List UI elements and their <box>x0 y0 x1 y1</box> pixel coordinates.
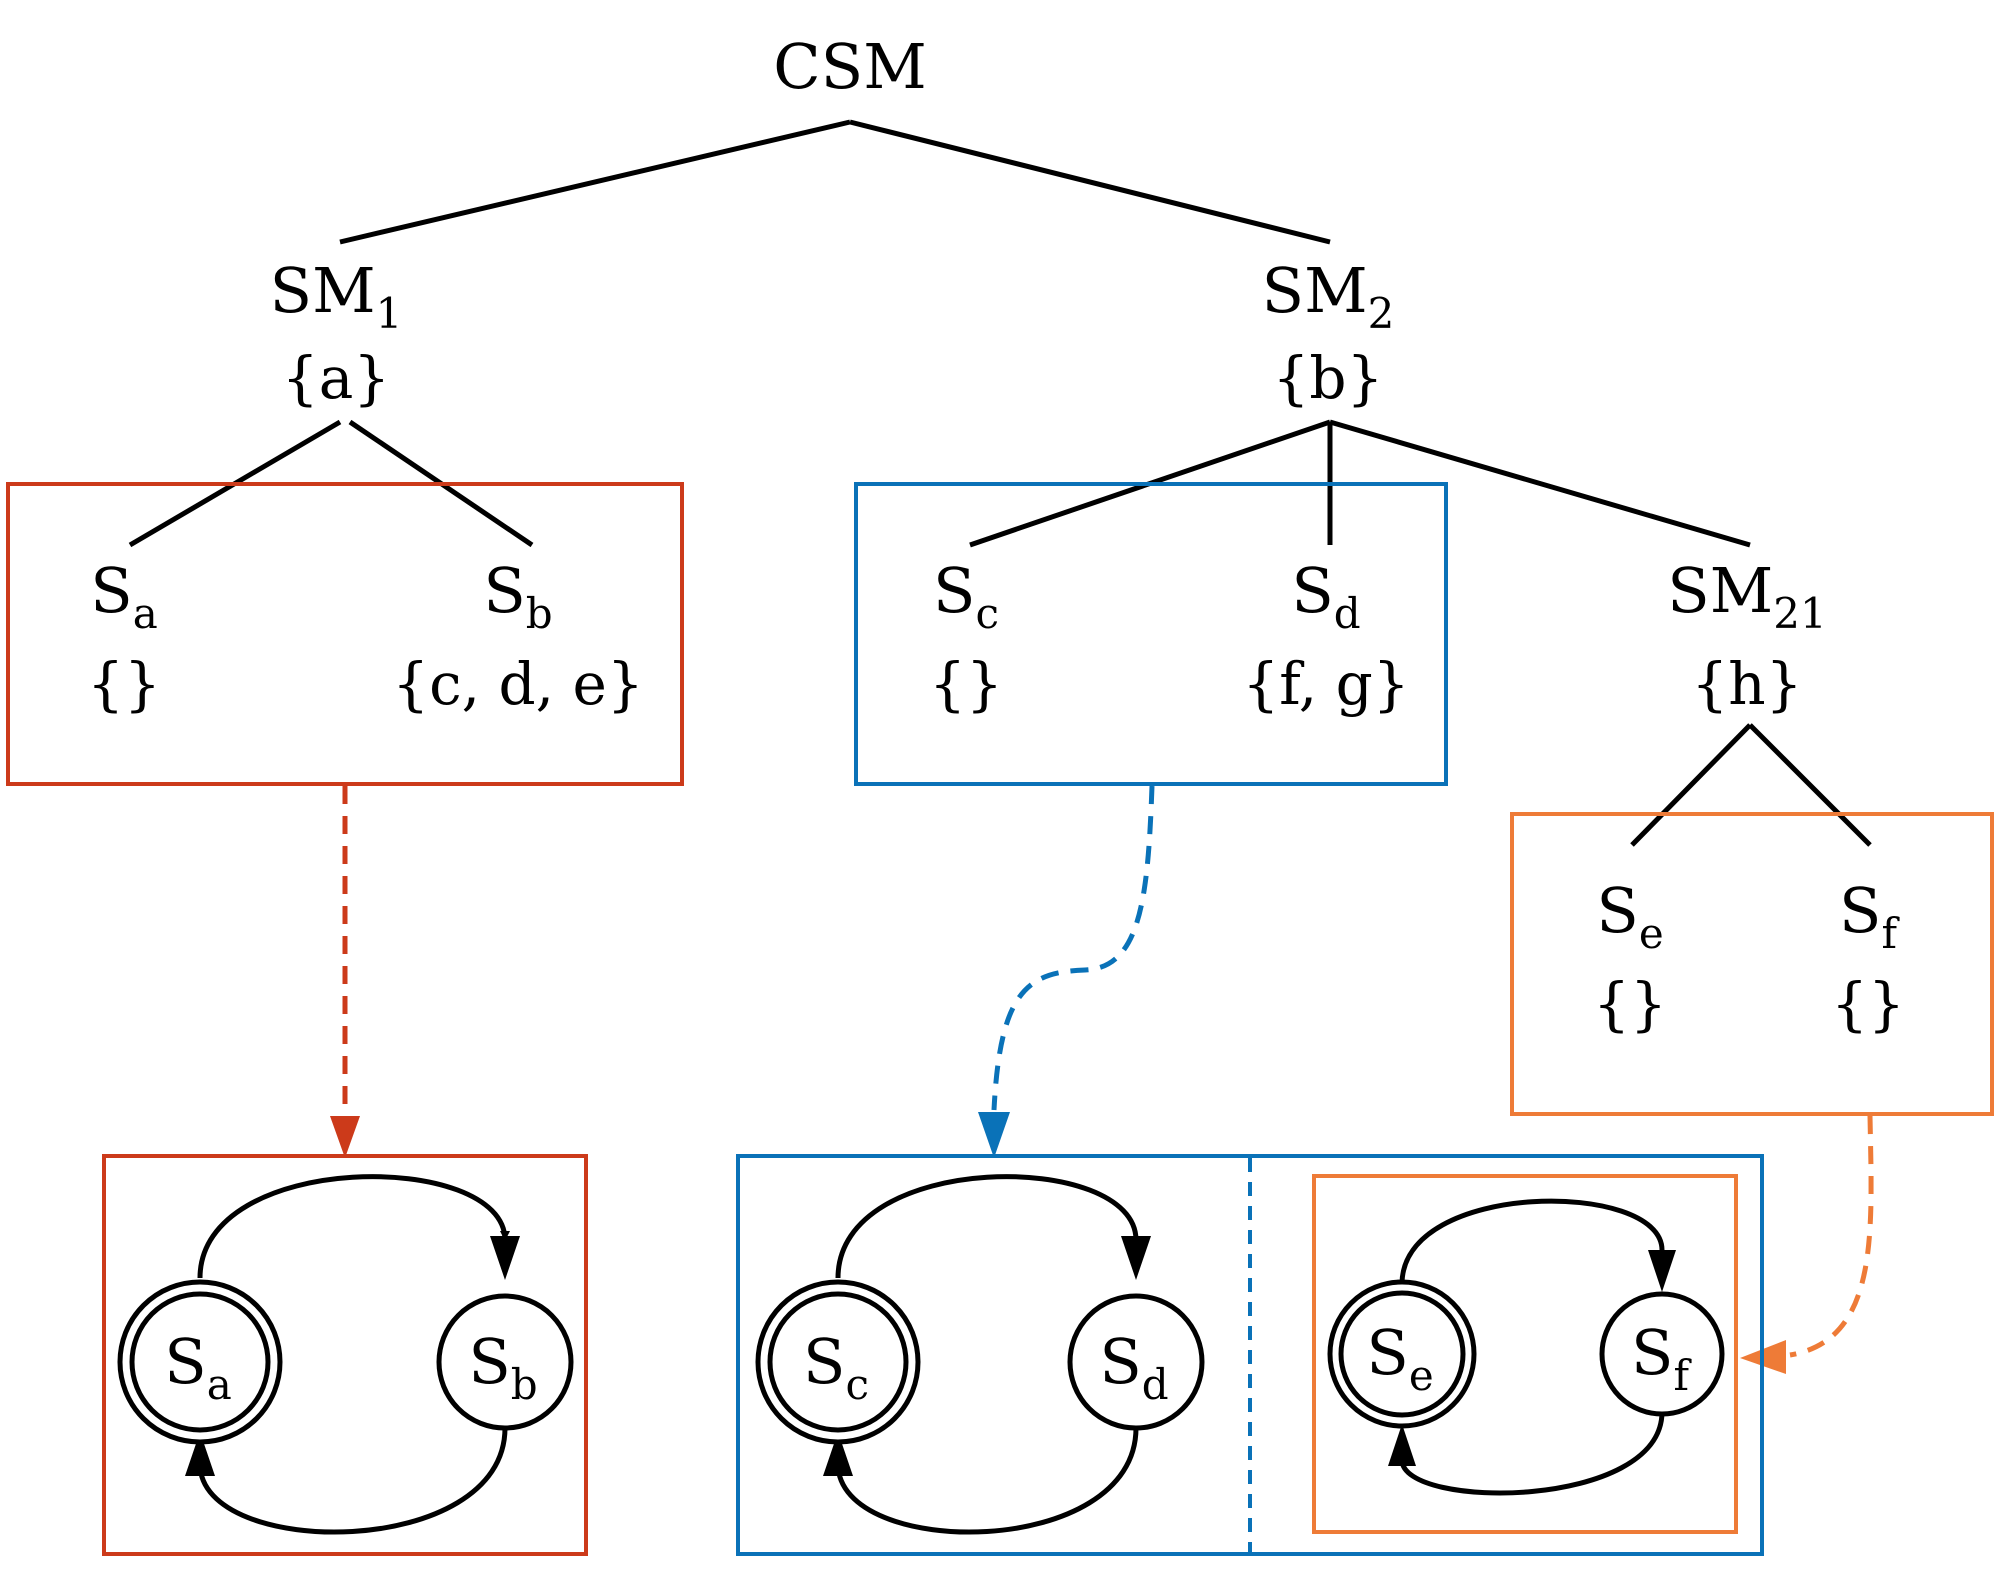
tree-state-c-set: {} <box>929 650 1003 718</box>
connector-red <box>330 786 360 1158</box>
machine-box-sm1 <box>102 1154 588 1556</box>
arrowhead-red <box>330 1116 360 1158</box>
tree-state-e-set: {} <box>1593 970 1667 1038</box>
dashed-arrow-blue <box>991 785 1155 1111</box>
state-machine-1: Sa Sb <box>117 1174 574 1535</box>
group-box-sm1-children <box>6 482 684 786</box>
transition-d-to-c <box>835 1427 1139 1535</box>
arrowhead-f-to-e <box>1388 1424 1416 1466</box>
tree-state-f-label: Sf <box>1839 874 1900 958</box>
edge-sm21-sf <box>1748 723 1872 847</box>
state-f-circle <box>1599 1291 1725 1417</box>
tree-state-d-label: Sd <box>1291 554 1360 638</box>
sm1-label: SM1 <box>270 254 403 338</box>
state-f-label: Sf <box>1631 1316 1692 1400</box>
state-machine-21: Se Sf <box>1327 1198 1725 1496</box>
tree-state-d-set: {f, g} <box>1242 650 1409 718</box>
transition-c-to-d <box>835 1174 1139 1279</box>
group-box-sm21-children <box>1510 812 1994 1116</box>
arrowhead-c-to-d <box>1121 1236 1151 1280</box>
state-machine-2: Sc Sd <box>755 1174 1205 1535</box>
state-a-inner-ring <box>129 1291 271 1433</box>
transition-b-to-a <box>195 1427 508 1535</box>
edge-csm-sm2 <box>849 119 1331 245</box>
transition-f-to-e <box>1399 1411 1665 1496</box>
root-label: CSM <box>773 30 926 103</box>
sm21-set: {h} <box>1691 650 1802 718</box>
edge-sm21-se <box>1630 723 1752 847</box>
edge-csm-sm1 <box>339 119 851 245</box>
arrowhead-a-to-b <box>490 1236 520 1280</box>
tree-state-f-set: {} <box>1831 970 1905 1038</box>
state-a-label: Sa <box>164 1325 232 1409</box>
state-e-inner-ring <box>1338 1290 1466 1418</box>
tree-state-b-label: Sb <box>483 554 552 638</box>
sm1-set: {a} <box>282 344 390 412</box>
state-e-label: Se <box>1366 1316 1433 1400</box>
arrowhead-e-to-f <box>1648 1250 1676 1292</box>
state-c-label: Sc <box>803 1325 869 1409</box>
state-c-inner-ring <box>767 1291 909 1433</box>
transition-e-to-f <box>1399 1198 1665 1285</box>
arrowhead-b-to-a <box>185 1432 215 1476</box>
tree-state-b-set: {c, d, e} <box>392 650 643 718</box>
tree-state-a-label: Sa <box>90 554 158 638</box>
tree-state-e-label: Se <box>1596 874 1663 958</box>
dashed-arrow-orange <box>1789 1115 1874 1358</box>
transition-a-to-b <box>197 1174 510 1279</box>
state-d-label: Sd <box>1099 1325 1168 1409</box>
state-d-circle <box>1067 1293 1205 1431</box>
arrowhead-d-to-c <box>823 1432 853 1476</box>
machine-box-sm21 <box>1312 1174 1738 1534</box>
tree-state-a-set: {} <box>87 650 161 718</box>
edge-sm2-sm21 <box>1329 419 1751 548</box>
arrowhead-blue <box>978 1112 1010 1158</box>
sm21-label: SM21 <box>1667 554 1826 638</box>
machine-box-sm2 <box>736 1154 1764 1556</box>
sm2-set: {b} <box>1273 344 1384 412</box>
group-box-sm2-children <box>854 482 1448 786</box>
state-b-circle <box>436 1293 574 1431</box>
connector-blue <box>978 785 1155 1158</box>
sm2-label: SM2 <box>1262 254 1395 338</box>
state-b-label: Sb <box>468 1325 537 1409</box>
tree-state-c-label: Sc <box>933 554 999 638</box>
